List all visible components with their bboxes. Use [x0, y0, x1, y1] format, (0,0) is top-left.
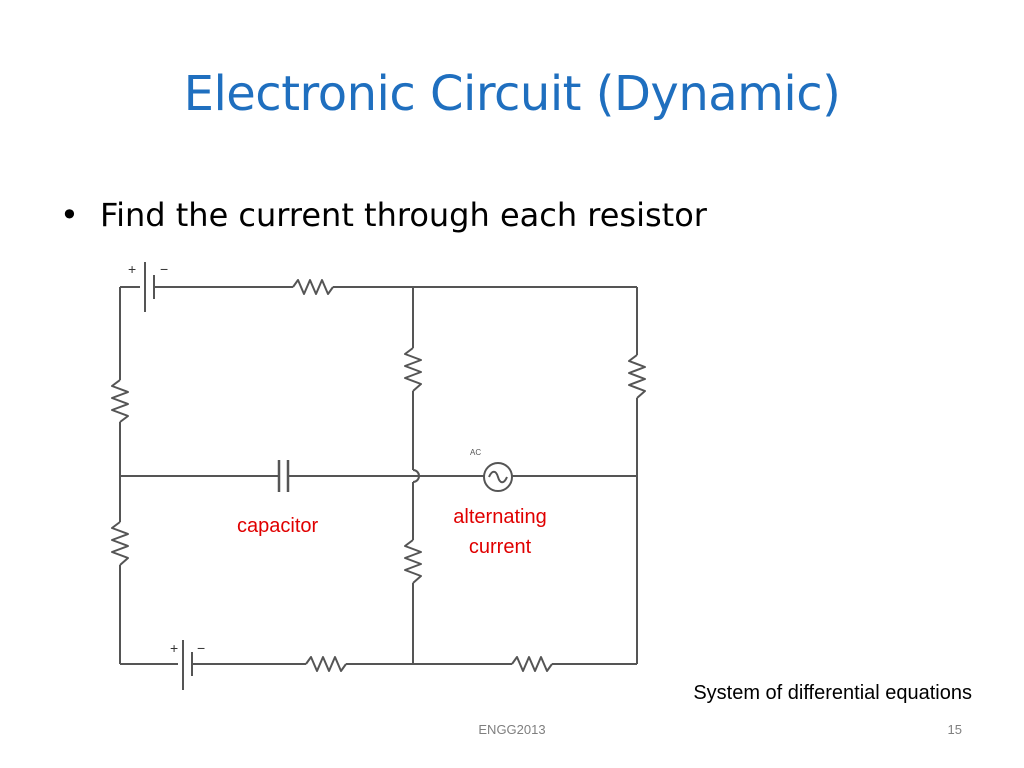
top-battery-minus: − — [160, 261, 168, 277]
footer-course-code: ENGG2013 — [478, 722, 546, 737]
resistor-middle-lower — [404, 539, 422, 584]
bottom-battery-minus: − — [197, 640, 205, 656]
alternating-current-label-line1: alternating — [453, 506, 547, 528]
capacitor-label: capacitor — [237, 515, 319, 537]
bullet-item: • Find the current through each resistor — [60, 190, 707, 240]
slide-title: Electronic Circuit (Dynamic) — [183, 66, 841, 122]
resistor-left-upper — [111, 379, 129, 423]
alternating-current-label-line2: current — [468, 536, 532, 558]
bottom-battery-plus: + — [170, 640, 178, 656]
resistor-top — [292, 279, 334, 295]
resistor-right — [628, 354, 646, 399]
ac-source-symbol: AC — [470, 448, 513, 492]
footer-page-number: 15 — [947, 722, 962, 737]
differential-equations-caption: System of differential equations — [693, 682, 972, 704]
resistor-left-lower — [111, 521, 129, 566]
capacitor-symbol — [277, 460, 290, 492]
alternating-current-label: alternating current — [430, 502, 570, 562]
resistor-middle-upper — [404, 347, 422, 392]
top-battery: + − — [120, 261, 293, 312]
resistor-bottom-right — [511, 656, 553, 672]
ac-symbol-text: AC — [470, 448, 481, 457]
bullet-text: Find the current through each resistor — [100, 196, 707, 234]
bullet-dot-icon: • — [60, 196, 79, 234]
resistor-bottom-left — [305, 656, 347, 672]
top-battery-plus: + — [128, 261, 136, 277]
